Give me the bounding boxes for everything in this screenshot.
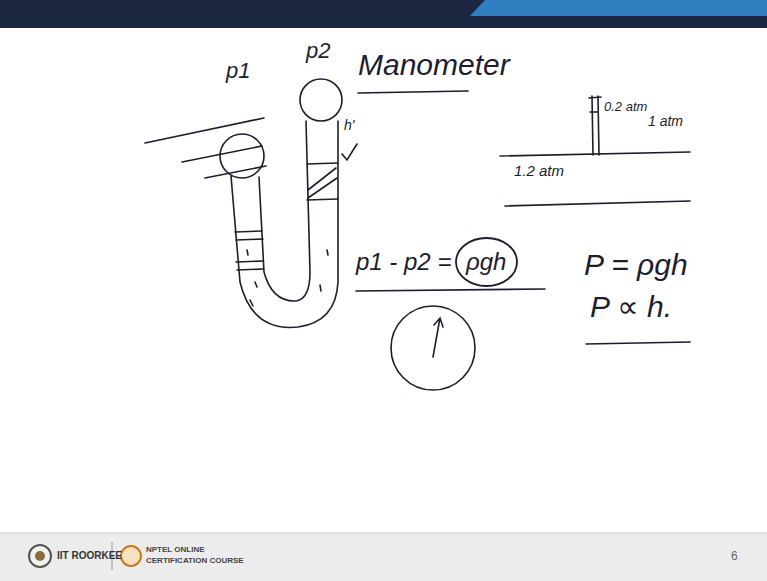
course-name: CERTIFICATION COURSE: [146, 557, 244, 565]
equation: P ∝ h.: [590, 292, 672, 322]
iit-logo: [29, 545, 51, 567]
page-number: 6: [731, 550, 738, 562]
pressure-value: 1 atm: [648, 114, 683, 128]
institute-name: IIT ROORKEE: [57, 551, 122, 561]
equation: P = ρgh: [584, 250, 688, 280]
course-name: NPTEL ONLINE: [146, 546, 205, 554]
nptel-logo: [121, 546, 141, 566]
pressure-value: 0.2 atm: [604, 100, 647, 113]
pressure-label: p2: [306, 40, 330, 62]
pressure-value: 1.2 atm: [514, 163, 564, 178]
manometer-sketch: [145, 79, 690, 390]
equation-term: ρgh: [466, 250, 518, 274]
height-label: h': [344, 118, 354, 132]
equation: p1 - p2 =: [356, 250, 451, 274]
top-bar: [0, 0, 767, 28]
title-note: Manometer: [358, 50, 510, 80]
pressure-label: p1: [226, 60, 250, 82]
footer-bar: [0, 533, 767, 581]
circled-term: ρgh: [455, 237, 518, 287]
top-bar-accent: [470, 0, 767, 16]
